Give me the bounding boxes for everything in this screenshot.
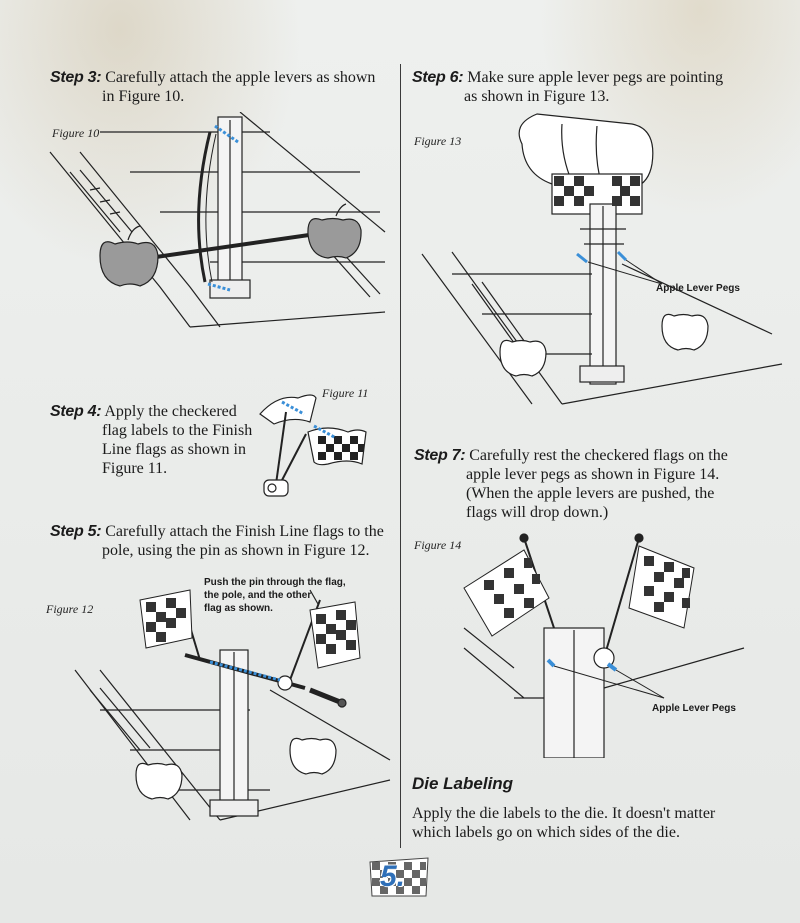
step-3-line1: Carefully attach the apple levers as sho… <box>105 69 376 86</box>
pegs-callout-14: Apple Lever Pegs <box>652 703 736 714</box>
step-7-line2: apple lever pegs as shown in Figure 14. <box>466 466 720 483</box>
step-4-line1: Apply the checkered <box>104 403 237 420</box>
pin-callout: Push the pin through the flag, the pole,… <box>204 576 346 615</box>
step-5-label: Step 5: <box>50 523 102 540</box>
apple-left-icon <box>135 762 183 800</box>
figure-12-caption: Figure 12 <box>46 602 94 616</box>
apple-right-icon <box>289 737 337 775</box>
figure-14-illustration <box>463 533 745 758</box>
apple-right-icon <box>307 203 362 259</box>
figure-14-caption: Figure 14 <box>414 538 462 552</box>
checkered-flag-icon <box>369 857 429 897</box>
figure-10-illustration <box>49 112 386 328</box>
step-5-line2: pole, using the pin as shown in Figure 1… <box>102 542 370 559</box>
page-number-badge: 5. <box>368 856 430 898</box>
apple-right-icon <box>661 313 709 351</box>
pin-callout-line1: Push the pin through the flag, <box>204 577 346 588</box>
die-line1: Apply the die labels to the die. It does… <box>412 805 716 822</box>
die-labeling-text: Apply the die labels to the die. It does… <box>412 804 715 842</box>
step-6-line2: as shown in Figure 13. <box>464 88 610 105</box>
die-labeling-title: Die Labeling <box>412 774 514 793</box>
step-6-text: Step 6: Make sure apple lever pegs are p… <box>412 68 723 106</box>
step-3-text: Step 3: Carefully attach the apple lever… <box>50 68 375 106</box>
page-number: 5. <box>380 860 406 893</box>
figure-12-illustration <box>74 589 391 821</box>
column-divider <box>400 64 401 848</box>
apple-left-icon <box>499 339 547 377</box>
step-5-line1: Carefully attach the Finish Line flags t… <box>105 523 384 540</box>
step-3-line2: in Figure 10. <box>102 88 185 105</box>
step-4-label: Step 4: <box>50 403 102 420</box>
step-4-line2: flag labels to the Finish <box>102 422 253 439</box>
step-4-line3: Line flags as shown in <box>102 441 246 458</box>
step-7-label: Step 7: <box>414 447 466 464</box>
pegs-callout-13: Apple Lever Pegs <box>656 283 740 294</box>
apple-left-icon <box>99 225 159 287</box>
die-line2: which labels go on which sides of the di… <box>412 824 680 841</box>
figure-13-illustration <box>421 113 783 405</box>
step-7-line3: (When the apple levers are pushed, the <box>466 485 715 502</box>
step-6-label: Step 6: <box>412 69 464 86</box>
step-7-line1: Carefully rest the checkered flags on th… <box>469 447 728 464</box>
step-4-line4: Figure 11. <box>102 460 168 477</box>
pin-callout-line2: the pole, and the other <box>204 590 312 601</box>
step-7-text: Step 7: Carefully rest the checkered fla… <box>414 446 728 522</box>
figure-10-caption: Figure 10 <box>52 126 100 140</box>
figure-13-caption: Figure 13 <box>414 134 462 148</box>
step-7-line4: flags will drop down.) <box>466 504 609 521</box>
step-6-line1: Make sure apple lever pegs are pointing <box>467 69 724 86</box>
pin-callout-line3: flag as shown. <box>204 603 273 614</box>
step-4-text: Step 4: Apply the checkered flag labels … <box>50 402 252 478</box>
step-5-text: Step 5: Carefully attach the Finish Line… <box>50 522 384 560</box>
step-3-label: Step 3: <box>50 69 102 86</box>
figure-11-caption: Figure 11 <box>322 386 369 400</box>
hand-icon <box>518 113 654 191</box>
figure-11-illustration <box>259 394 367 497</box>
